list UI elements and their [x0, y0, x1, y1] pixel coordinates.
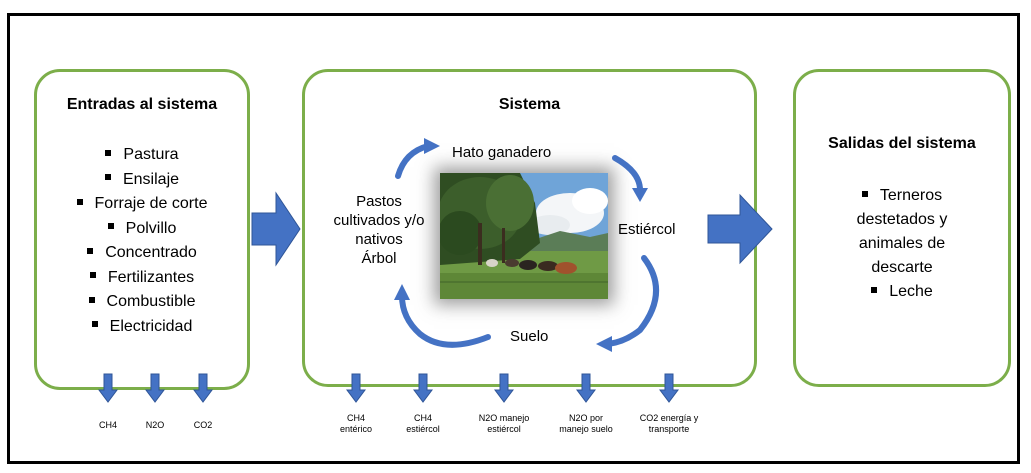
arrowhead-manure: [632, 188, 648, 202]
bullet-icon: [76, 198, 83, 205]
pasture-photo-image: [440, 173, 608, 299]
inputs-box: [34, 69, 250, 390]
system-box: [302, 69, 757, 387]
emission-label-ch4-enteric: CH4 entérico: [339, 413, 373, 434]
block-arrow-inputs-to-system: [251, 191, 301, 267]
bullet-icon: [105, 149, 112, 156]
soil-label: Suelo: [510, 328, 549, 345]
emission-arrow-n2o-soil: [576, 373, 596, 403]
emission-arrow-ch4-manure: [413, 373, 433, 403]
outputs-title: Salidas del sistema: [828, 135, 976, 152]
input-item: Fertilizantes: [34, 266, 250, 291]
emission-arrow-n2o-manure: [494, 373, 514, 403]
input-item: Pastura: [34, 143, 250, 168]
emission-label-n2o-inputs: N2O: [145, 420, 165, 430]
input-item: Concentrado: [34, 241, 250, 266]
input-item: Electricidad: [34, 315, 250, 340]
system-title: Sistema: [498, 96, 561, 113]
emission-label-ch4-inputs: CH4: [98, 420, 117, 430]
outputs-box: [793, 69, 1011, 387]
outputs-item-milk: Leche: [793, 280, 1011, 304]
emission-label-co2-energy: CO2 energía y transporte: [639, 413, 699, 434]
emission-label-n2o-manure: N2O manejo estiércol: [478, 413, 530, 434]
bullet-icon: [871, 286, 878, 293]
input-item: Polvillo: [34, 217, 250, 242]
bullet-icon: [104, 174, 111, 181]
cycle-arrow-herd-to-manure: [612, 155, 643, 193]
herd-label: Hato ganadero: [452, 144, 552, 161]
inputs-list: Pastura Ensilaje Forraje de corte Polvil…: [34, 143, 250, 339]
bullet-icon: [87, 247, 94, 254]
arrowhead-soil: [596, 336, 612, 352]
cycle-arrow-manure-to-soil: [605, 255, 659, 347]
outputs-item-calves: Terneros destetados y animales de descar…: [793, 184, 1011, 304]
emission-arrow-co2-energy: [659, 373, 679, 403]
emission-arrow-n2o-inputs: [145, 373, 165, 403]
arrowhead-herd: [424, 138, 440, 154]
manure-label: Estiércol: [618, 221, 676, 238]
input-item: Combustible: [34, 290, 250, 315]
emission-label-co2-inputs: CO2: [193, 420, 213, 430]
input-item: Forraje de corte: [34, 192, 250, 217]
emission-arrow-ch4-inputs: [98, 373, 118, 403]
emission-arrow-ch4-enteric: [346, 373, 366, 403]
pastures-label: Pastos cultivados y/o nativos Árbol: [333, 193, 425, 267]
bullet-icon: [107, 223, 114, 230]
cycle-arrow-pasture-to-herd: [395, 143, 431, 179]
emission-label-ch4-manure: CH4 estiércol: [406, 413, 440, 434]
block-arrow-system-to-outputs: [707, 193, 773, 265]
inputs-title: Entradas al sistema: [66, 96, 218, 113]
bullet-icon: [91, 321, 98, 328]
bullet-icon: [861, 190, 868, 197]
input-item: Ensilaje: [34, 168, 250, 193]
bullet-icon: [88, 296, 95, 303]
pasture-photo: [440, 173, 608, 299]
bullet-icon: [89, 272, 96, 279]
emission-arrow-co2-inputs: [193, 373, 213, 403]
arrowhead-pasture: [394, 284, 410, 300]
emission-label-n2o-soil: N2O por manejo suelo: [559, 413, 613, 434]
cycle-arrow-soil-to-pasture: [399, 293, 491, 348]
